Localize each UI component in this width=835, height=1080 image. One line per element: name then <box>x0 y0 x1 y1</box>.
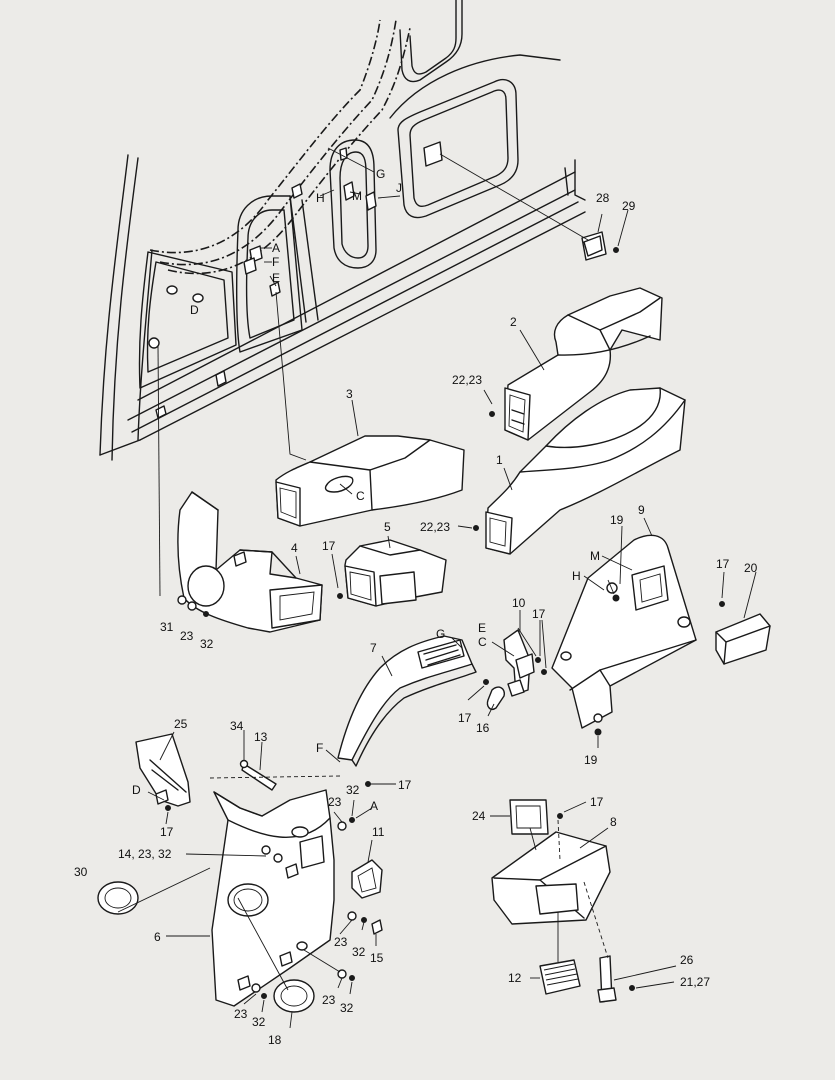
callout-32-d: 32 <box>340 1001 354 1015</box>
callout-22-23-a: 22,23 <box>452 373 482 387</box>
part-28-pad <box>439 153 619 261</box>
callout-28: 28 <box>596 191 610 205</box>
callout-23-e: 23 <box>234 1007 248 1021</box>
callout-34: 34 <box>230 719 244 733</box>
part-16-clip <box>486 686 506 710</box>
leader-lines <box>117 147 757 1029</box>
callout-m: M <box>352 189 362 203</box>
part-9-panel <box>551 534 697 729</box>
callout-23-a: 23 <box>180 629 194 643</box>
part-2-duct <box>504 287 663 441</box>
callout-c-2: C <box>478 635 487 649</box>
callout-32-c: 32 <box>352 945 366 959</box>
part-8-box <box>491 831 611 925</box>
callout-17-e: 17 <box>398 778 412 792</box>
callout-25: 25 <box>174 717 188 731</box>
part-6-panel <box>211 789 335 1007</box>
callout-19-a: 19 <box>610 513 624 527</box>
callout-5: 5 <box>384 520 391 534</box>
callout-22-23-b: 22,23 <box>420 520 450 534</box>
callout-17-d: 17 <box>458 711 472 725</box>
callout-19-b: 19 <box>584 753 598 767</box>
callout-c: C <box>356 489 365 503</box>
callout-18: 18 <box>268 1033 282 1047</box>
part-7-duct <box>337 635 489 767</box>
callout-4: 4 <box>291 541 298 555</box>
callout-30: 30 <box>74 865 88 879</box>
callout-32-b: 32 <box>346 783 360 797</box>
callout-g: G <box>376 167 385 181</box>
part-26-strap <box>597 955 617 1003</box>
part-3-duct <box>275 435 465 527</box>
callout-32-e: 32 <box>252 1015 266 1029</box>
callout-e: E <box>272 271 280 285</box>
part-11-vent <box>351 859 383 899</box>
callout-32-a: 32 <box>200 637 214 651</box>
callout-26: 26 <box>680 953 694 967</box>
callout-f: F <box>272 255 279 269</box>
callout-1: 1 <box>496 453 503 467</box>
callout-17-a: 17 <box>322 539 336 553</box>
callout-j: J <box>396 181 402 195</box>
callout-17-f: 17 <box>160 825 174 839</box>
callout-m-2: M <box>590 549 600 563</box>
callout-9: 9 <box>638 503 645 517</box>
callout-23-c: 23 <box>334 935 348 949</box>
callout-17-b: 17 <box>716 557 730 571</box>
callout-f-2: F <box>316 741 323 755</box>
part-30-ring <box>97 881 139 915</box>
callout-16: 16 <box>476 721 490 735</box>
callout-h-2: H <box>572 569 581 583</box>
callout-23-d: 23 <box>322 993 336 1007</box>
callout-e-2: E <box>478 621 486 635</box>
callout-g-2: G <box>436 627 445 641</box>
part-4-duct <box>177 491 323 633</box>
callout-a-2: A <box>370 799 378 813</box>
part-12-grille <box>539 959 581 995</box>
part-5-duct <box>344 539 447 607</box>
callout-21-27: 21,27 <box>680 975 710 989</box>
callout-31: 31 <box>160 620 174 634</box>
callout-7: 7 <box>370 641 377 655</box>
callout-24: 24 <box>472 809 486 823</box>
callout-labels: G H M J A F E D 28 29 2 22,23 3 1 C 22,2… <box>74 167 758 1047</box>
callout-29: 29 <box>622 199 636 213</box>
part-24-pad <box>509 799 549 835</box>
callout-23-b: 23 <box>328 795 342 809</box>
part-20-pocket <box>715 613 771 665</box>
part-25-bracket <box>135 733 191 811</box>
cab-frame <box>99 0 586 461</box>
callout-17-g: 17 <box>590 795 604 809</box>
part-13-rod <box>239 759 277 791</box>
callout-d-2: D <box>132 783 141 797</box>
callout-20: 20 <box>744 561 758 575</box>
callout-h: H <box>316 191 325 205</box>
callout-d: D <box>190 303 199 317</box>
callout-15: 15 <box>370 951 384 965</box>
callout-10: 10 <box>512 596 526 610</box>
callout-2: 2 <box>510 315 517 329</box>
part-18-ring <box>273 979 315 1013</box>
callout-6: 6 <box>154 930 161 944</box>
callout-11: 11 <box>372 825 385 839</box>
callout-8: 8 <box>610 815 617 829</box>
callout-13: 13 <box>254 730 268 744</box>
callout-3: 3 <box>346 387 353 401</box>
callout-14-23-32: 14, 23, 32 <box>118 847 172 861</box>
callout-a: A <box>272 241 280 255</box>
callout-17-c: 17 <box>532 607 546 621</box>
part-10-bracket <box>503 629 547 697</box>
callout-12: 12 <box>508 971 522 985</box>
part-1-duct <box>485 387 686 555</box>
